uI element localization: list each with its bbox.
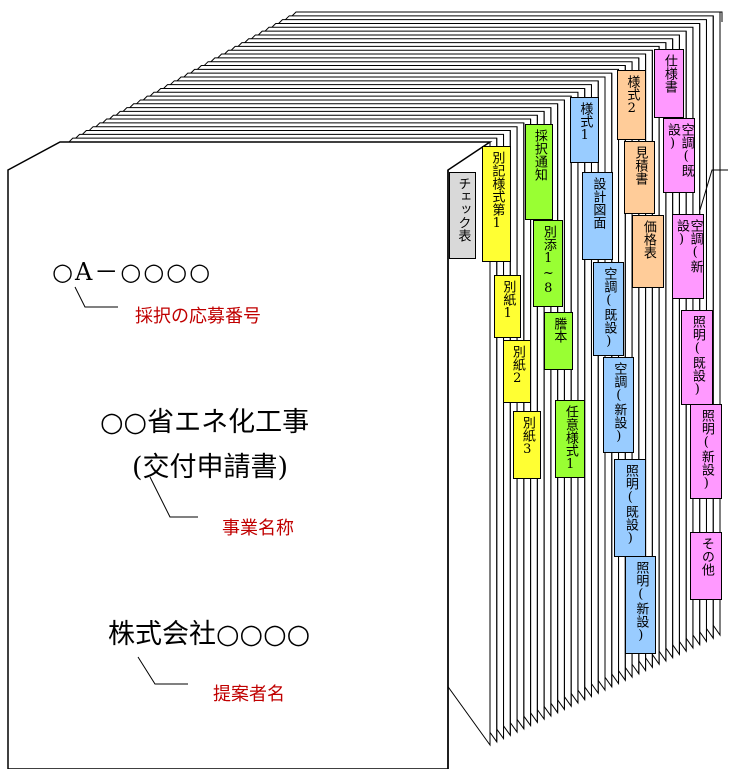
company-name: 株式会社○○○○ bbox=[108, 619, 311, 650]
leader-project bbox=[149, 476, 198, 518]
tab-kucho-kisetsu-blue[interactable]: 空調(既設) bbox=[593, 262, 624, 356]
tab-shomei-shinsetsu-pink[interactable]: 照明(新設) bbox=[690, 404, 722, 499]
tab-mitsumori[interactable]: 見積書 bbox=[624, 141, 655, 214]
tab-bekki[interactable]: 別記様式第1 bbox=[482, 146, 511, 262]
tab-shomei-kisetsu-pink[interactable]: 照明(既設) bbox=[681, 310, 713, 405]
leader-company bbox=[137, 656, 188, 685]
tab-besshi1[interactable]: 別紙1 bbox=[494, 275, 521, 338]
tab-sekkei[interactable]: 設計図面 bbox=[582, 172, 613, 260]
tab-besshi3[interactable]: 別紙3 bbox=[513, 411, 541, 479]
tab-check[interactable]: チェック表 bbox=[449, 172, 476, 259]
project-name: ○○省エネ化工事 bbox=[100, 407, 310, 438]
tab-shiyosho[interactable]: 仕様書 bbox=[654, 49, 684, 118]
tab-tohon[interactable]: 謄本 bbox=[544, 312, 573, 370]
tab-yoshiki1[interactable]: 様式1 bbox=[570, 97, 599, 163]
tab-kakaku[interactable]: 価格表 bbox=[632, 215, 664, 288]
document-subtitle: (交付申請書) bbox=[132, 452, 289, 483]
leader-top-right bbox=[705, 11, 723, 22]
leader-mid-right bbox=[699, 169, 728, 211]
tab-kucho-kisetsu-pink[interactable]: 空調(既設) bbox=[663, 118, 695, 193]
tab-betten[interactable]: 別添1~8 bbox=[533, 220, 563, 307]
annotation-project: 事業名称 bbox=[222, 518, 294, 539]
tab-kucho-shinsetsu-blue[interactable]: 空調(新設) bbox=[603, 357, 634, 453]
tab-besshi2[interactable]: 別紙2 bbox=[503, 340, 531, 403]
leader-number bbox=[74, 286, 118, 308]
tab-kucho-shinsetsu-pink[interactable]: 空調(新設) bbox=[672, 214, 704, 299]
tab-nini[interactable]: 任意様式1 bbox=[555, 400, 585, 478]
tab-sonota[interactable]: その他 bbox=[690, 532, 722, 600]
proposal-number: ○A－○○○○ bbox=[52, 258, 213, 286]
tab-yoshiki2[interactable]: 様式2 bbox=[617, 70, 646, 140]
annotation-number: 採択の応募番号 bbox=[135, 306, 261, 327]
tab-shomei-shinsetsu-blue[interactable]: 照明(新設) bbox=[625, 556, 656, 654]
tab-saitaku[interactable]: 採択通知 bbox=[525, 124, 553, 220]
tab-shomei-kisetsu-blue[interactable]: 照明(既設) bbox=[614, 459, 646, 557]
annotation-company: 提案者名 bbox=[213, 684, 285, 705]
